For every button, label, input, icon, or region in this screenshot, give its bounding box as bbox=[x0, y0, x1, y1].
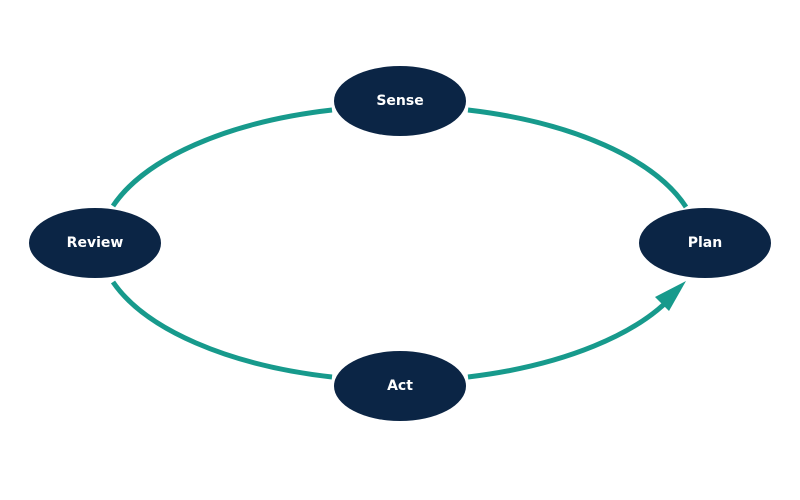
node-review: Review bbox=[29, 208, 161, 278]
node-plan-label: Plan bbox=[688, 235, 722, 251]
node-review-label: Review bbox=[67, 235, 124, 251]
node-plan: Plan bbox=[639, 208, 771, 278]
node-act-label: Act bbox=[387, 378, 413, 394]
edge-sense-plan bbox=[467, 107, 689, 209]
edge-act-review bbox=[110, 280, 333, 380]
node-sense: Sense bbox=[334, 66, 466, 136]
node-sense-label: Sense bbox=[376, 93, 423, 109]
edge-arrowhead-plan bbox=[655, 281, 686, 311]
edge-act-plan bbox=[467, 290, 678, 380]
edge-review-sense bbox=[110, 107, 333, 208]
node-act: Act bbox=[334, 351, 466, 421]
